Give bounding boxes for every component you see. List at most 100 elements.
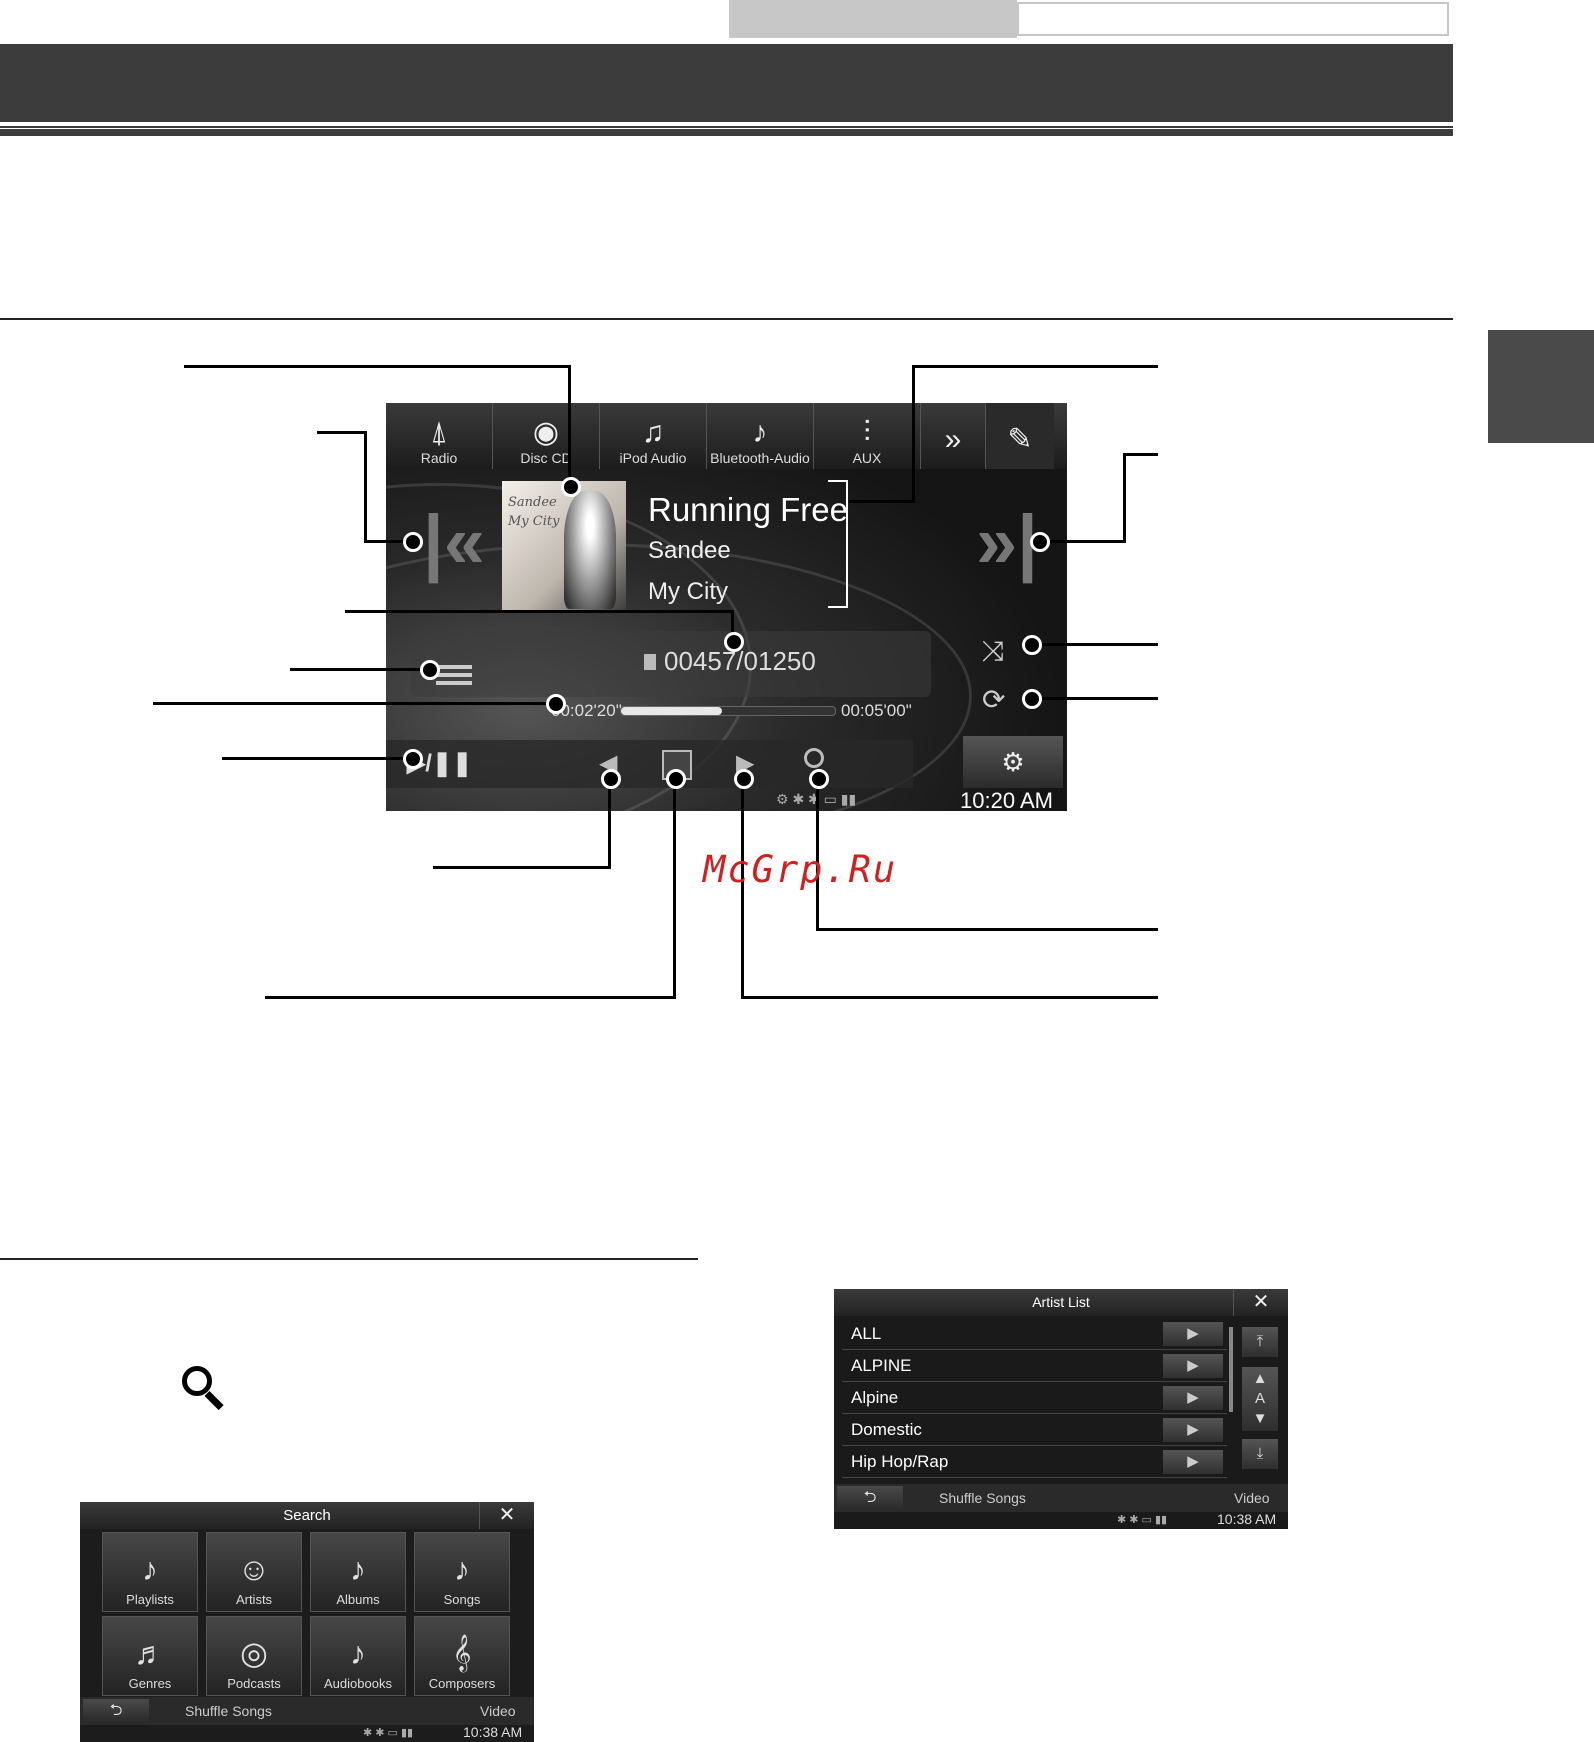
list-item[interactable]: ALL ▶ xyxy=(842,1319,1227,1350)
scroll-bottom-button[interactable]: ⤓ xyxy=(1242,1439,1278,1469)
callout-line xyxy=(731,610,734,640)
list-item-label: ALL xyxy=(851,1324,882,1343)
audiobooks-icon: ♪ xyxy=(350,1635,366,1671)
callout-line xyxy=(153,702,553,705)
callout-line xyxy=(1123,453,1158,456)
source-label: iPod Audio xyxy=(619,450,687,466)
callout-line xyxy=(816,928,1158,931)
source-label: Disc CD xyxy=(520,450,572,466)
tile-label: Podcasts xyxy=(227,1676,281,1691)
album-art-figure xyxy=(564,491,616,609)
scroll-top-button[interactable]: ⤒ xyxy=(1242,1327,1278,1357)
search-icon-handle xyxy=(204,1391,224,1411)
text-info-bracket xyxy=(828,480,848,608)
info-panel xyxy=(411,631,931,697)
list-item[interactable]: Alpine ▶ xyxy=(842,1383,1227,1414)
video-button[interactable]: Video xyxy=(480,1703,516,1719)
progress-bar xyxy=(620,706,836,716)
tile-songs[interactable]: ♪ Songs xyxy=(414,1532,510,1612)
genres-icon: ♬ xyxy=(134,1635,166,1671)
track-counter: 00457/01250 xyxy=(644,646,816,677)
search-screen: Search ✕ ♪Playlists ☺Artists ♪Albums ♪So… xyxy=(80,1502,534,1742)
audio-setup-button[interactable]: ⚙ xyxy=(963,736,1063,788)
source-aux[interactable]: ⫶AUX xyxy=(814,403,921,469)
play-pause-button[interactable]: ▶/❚❚ xyxy=(386,740,493,788)
control-bar xyxy=(493,740,913,788)
side-tab xyxy=(1488,330,1594,443)
clock: 10:38 AM xyxy=(1217,1511,1277,1527)
source-label: Radio xyxy=(420,450,458,466)
song-title: Running Free xyxy=(648,491,848,528)
chevron-down-icon[interactable]: ▼ xyxy=(1252,1410,1268,1427)
close-icon[interactable]: ✕ xyxy=(479,1502,534,1529)
chevron-up-icon[interactable]: ▲ xyxy=(1252,1370,1268,1387)
source-label: AUX xyxy=(852,450,882,466)
tile-audiobooks[interactable]: ♪Audiobooks xyxy=(310,1616,406,1696)
songs-icon: ♪ xyxy=(454,1551,470,1587)
shuffle-songs-button[interactable]: Shuffle Songs xyxy=(939,1490,1026,1506)
play-icon[interactable]: ▶ xyxy=(1163,1322,1223,1346)
shuffle-icon[interactable]: ⤨ xyxy=(982,635,1005,666)
callout-dot xyxy=(1022,689,1042,709)
list-item-label: ALPINE xyxy=(851,1356,912,1375)
tile-podcasts[interactable]: ◎Podcasts xyxy=(206,1616,302,1696)
callout-line xyxy=(184,365,571,368)
callout-line xyxy=(1038,540,1126,543)
play-icon[interactable]: ▶ xyxy=(1163,1386,1223,1410)
music-note-icon: ♫ xyxy=(641,416,665,449)
back-button[interactable]: ⮌ xyxy=(83,1699,149,1723)
play-icon[interactable]: ▶ xyxy=(1163,1418,1223,1442)
settings-button[interactable]: ✎ xyxy=(986,403,1054,469)
watermark: McGrp.Ru xyxy=(703,848,898,891)
file-icon xyxy=(644,654,656,670)
albums-icon: ♪ xyxy=(350,1551,366,1587)
tile-genres[interactable]: ♬ Genres xyxy=(102,1616,198,1696)
scrollbar[interactable] xyxy=(1229,1327,1233,1412)
list-icon[interactable] xyxy=(436,665,472,691)
progress-fill xyxy=(621,707,722,715)
tile-playlists[interactable]: ♪Playlists xyxy=(102,1532,198,1612)
video-button[interactable]: Video xyxy=(1234,1490,1270,1506)
source-ipod-audio[interactable]: ♫iPod Audio xyxy=(600,403,707,469)
clock: 10:20 AM xyxy=(960,788,1053,811)
source-disc[interactable]: ◉Disc CD xyxy=(493,403,600,469)
status-icons: ✱ ✱ ▭ ▮▮ xyxy=(363,1727,414,1739)
callout-dot xyxy=(546,694,566,714)
repeat-icon[interactable]: ⟳ xyxy=(982,684,1006,715)
list-item-label: Domestic xyxy=(851,1420,922,1439)
list-item[interactable]: ALPINE ▶ xyxy=(842,1351,1227,1382)
previous-track-big-icon[interactable]: |« xyxy=(423,500,485,583)
search-icon[interactable] xyxy=(804,748,824,768)
tile-albums[interactable]: ♪Albums xyxy=(310,1532,406,1612)
close-icon[interactable]: ✕ xyxy=(1233,1289,1288,1316)
next-track-big-icon[interactable]: »| xyxy=(976,500,1038,583)
callout-line xyxy=(568,365,571,485)
shuffle-songs-button[interactable]: Shuffle Songs xyxy=(185,1703,272,1719)
callout-dot xyxy=(601,769,621,789)
play-icon[interactable]: ▶ xyxy=(1163,1354,1223,1378)
source-radio[interactable]: ⍋Radio xyxy=(386,403,493,469)
alpha-scroll-control[interactable]: ▲A▼ xyxy=(1242,1367,1278,1431)
back-button[interactable]: ⮌ xyxy=(837,1486,903,1510)
play-icon[interactable]: ▶ xyxy=(1163,1450,1223,1474)
tile-label: Songs xyxy=(443,1592,481,1607)
list-item-label: Alpine xyxy=(851,1388,899,1407)
status-icons: ✱ ✱ ▭ ▮▮ xyxy=(1117,1514,1168,1526)
list-item[interactable]: Hip Hop/Rap▶ xyxy=(842,1447,1227,1478)
callout-line xyxy=(912,365,915,503)
title-rule xyxy=(0,129,1453,136)
list-item[interactable]: Domestic ▶ xyxy=(842,1415,1227,1446)
disc-wrench-icon: ✎ xyxy=(1007,423,1033,456)
tile-composers[interactable]: 𝄞Composers xyxy=(414,1616,510,1696)
tile-artists[interactable]: ☺Artists xyxy=(206,1532,302,1612)
callout-dot xyxy=(403,749,423,769)
playlists-icon: ♪ xyxy=(142,1551,158,1587)
callout-line xyxy=(1036,643,1158,646)
source-bluetooth-audio[interactable]: ♪Bluetooth-Audio xyxy=(707,403,814,469)
callout-dot xyxy=(666,769,686,789)
tile-label: Genres xyxy=(128,1676,172,1691)
callout-line xyxy=(741,780,744,999)
more-sources-button[interactable]: » xyxy=(921,403,986,469)
tile-label: Composers xyxy=(428,1676,496,1691)
